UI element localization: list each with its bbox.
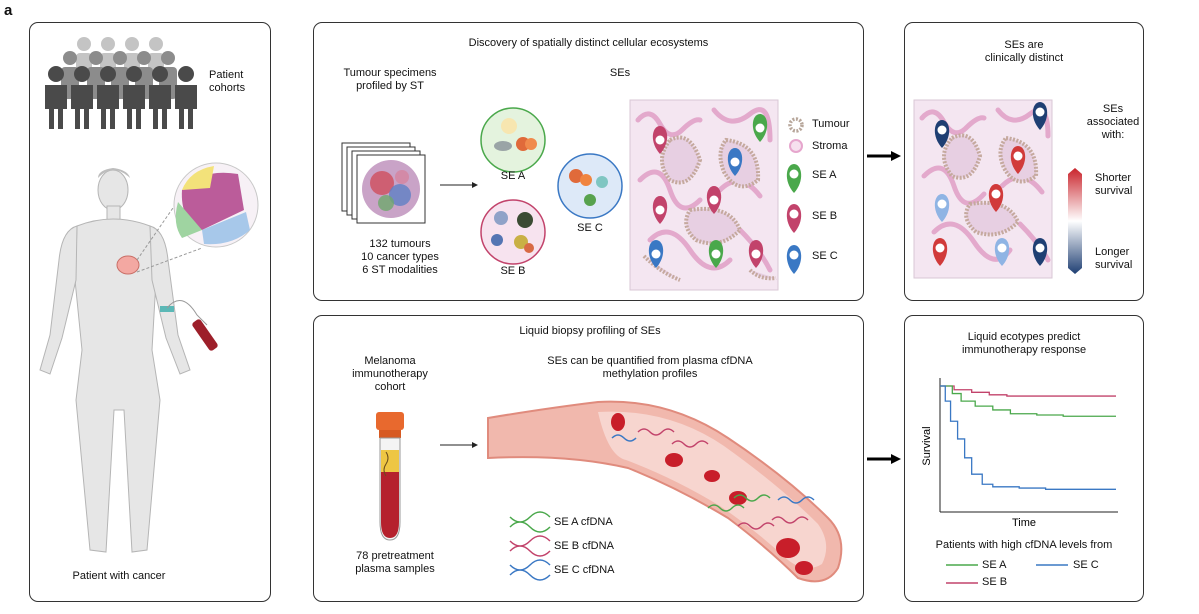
legend-se-a-label: SE A bbox=[812, 169, 837, 181]
legend-tumour-swatch bbox=[788, 117, 804, 133]
dna-b-label: SE B cfDNA bbox=[554, 540, 614, 552]
survival-gradient-bar bbox=[1068, 168, 1082, 274]
dna-a-icon bbox=[509, 511, 551, 533]
survival-panel bbox=[904, 315, 1144, 602]
se-c-label: SE C bbox=[577, 222, 603, 234]
st-slide-stack bbox=[341, 142, 426, 224]
cohort-label: Melanoma immunotherapy cohort bbox=[352, 355, 428, 393]
legend-se-b-label: SE B bbox=[812, 210, 838, 222]
arrow-to-survival bbox=[867, 454, 901, 464]
patient-label: Patient with cancer bbox=[72, 570, 166, 582]
survival-legend-se-c: SE C bbox=[1073, 559, 1099, 571]
km-curve-se-a bbox=[940, 385, 1116, 417]
se-c-circle bbox=[557, 153, 623, 219]
samples-label: 78 pretreatment plasma samples bbox=[355, 550, 435, 575]
patient-body-illustration bbox=[39, 162, 259, 553]
survival-chart: Time Survival bbox=[921, 378, 1118, 529]
cohorts-label: Patient cohorts bbox=[209, 69, 246, 94]
se-a-label: SE A bbox=[500, 170, 526, 182]
se-b-pin bbox=[652, 196, 668, 224]
figure-label: a bbox=[4, 2, 13, 19]
se-b-label: SE B bbox=[500, 265, 526, 277]
se-a-pin bbox=[752, 114, 768, 142]
discovery-map-pins bbox=[648, 114, 768, 268]
x-axis-label: Time bbox=[1012, 517, 1036, 529]
se-b-circle bbox=[480, 199, 546, 265]
arrow-to-ses bbox=[440, 182, 478, 188]
survival-legend-se-a: SE A bbox=[982, 559, 1007, 571]
se-c-pin bbox=[727, 148, 743, 176]
red-pin bbox=[1010, 146, 1026, 174]
legend-se-b-pin-icon bbox=[786, 204, 802, 233]
clinical-tissue-map bbox=[913, 99, 1053, 279]
specimens-label: Tumour specimens profiled by ST bbox=[343, 67, 437, 92]
survival-legend-se-b: SE B bbox=[982, 576, 1008, 588]
survival-title: Liquid ecotypes predict immunotherapy re… bbox=[961, 331, 1087, 356]
arrow-to-vessel bbox=[440, 442, 478, 448]
assoc-label: SEs associated with: bbox=[1086, 103, 1140, 141]
legend-se-b-line bbox=[946, 582, 978, 584]
legend-se-c-line bbox=[1036, 564, 1068, 566]
se-b-pin bbox=[706, 186, 722, 214]
se-a-pin bbox=[708, 240, 724, 268]
legend-stroma-swatch bbox=[789, 139, 803, 153]
quantified-label: SEs can be quantified from plasma cfDNA … bbox=[547, 355, 753, 380]
longer-survival-label: Longer survival bbox=[1095, 246, 1133, 271]
legend-se-c-pin-icon bbox=[786, 245, 802, 274]
legend-tumour-label: Tumour bbox=[812, 118, 850, 130]
blood-vessel bbox=[487, 400, 843, 583]
biopsy-title: Liquid biopsy profiling of SEs bbox=[519, 325, 661, 337]
clinical-title: SEs are clinically distinct bbox=[984, 39, 1064, 64]
dna-c-icon bbox=[509, 559, 551, 581]
red-pin bbox=[988, 184, 1004, 212]
arrow-to-clinical bbox=[867, 151, 901, 161]
legend-stroma-label: Stroma bbox=[812, 140, 848, 152]
light-blue-pin bbox=[934, 194, 950, 222]
se-b-pin bbox=[652, 126, 668, 154]
dna-b-icon bbox=[509, 535, 551, 557]
se-c-pin bbox=[648, 240, 664, 268]
shorter-survival-label: Shorter survival bbox=[1095, 172, 1133, 197]
discovery-title: Discovery of spatially distinct cellular… bbox=[468, 37, 709, 49]
red-pin bbox=[932, 238, 948, 266]
legend-se-c-label: SE C bbox=[812, 250, 838, 262]
dark-blue-pin bbox=[1032, 102, 1048, 130]
crowd-illustration bbox=[45, 37, 197, 129]
y-axis-label: Survival bbox=[921, 426, 933, 465]
dark-blue-pin bbox=[934, 120, 950, 148]
blood-tube bbox=[376, 412, 404, 541]
dna-c-label: SE C cfDNA bbox=[554, 564, 615, 576]
legend-se-a-pin-icon bbox=[786, 164, 802, 193]
survival-subtitle: Patients with high cfDNA levels from bbox=[935, 539, 1113, 551]
light-blue-pin bbox=[994, 238, 1010, 266]
legend-se-a-line bbox=[946, 564, 978, 566]
st-stats: 132 tumours 10 cancer types 6 ST modalit… bbox=[361, 238, 439, 276]
se-b-pin bbox=[748, 240, 764, 268]
ses-label: SEs bbox=[609, 67, 631, 79]
dna-a-label: SE A cfDNA bbox=[554, 516, 613, 528]
dark-blue-pin bbox=[1032, 238, 1048, 266]
km-curve-se-c bbox=[940, 385, 1116, 490]
km-curve-se-b bbox=[940, 385, 1116, 397]
se-a-circle bbox=[480, 107, 546, 173]
